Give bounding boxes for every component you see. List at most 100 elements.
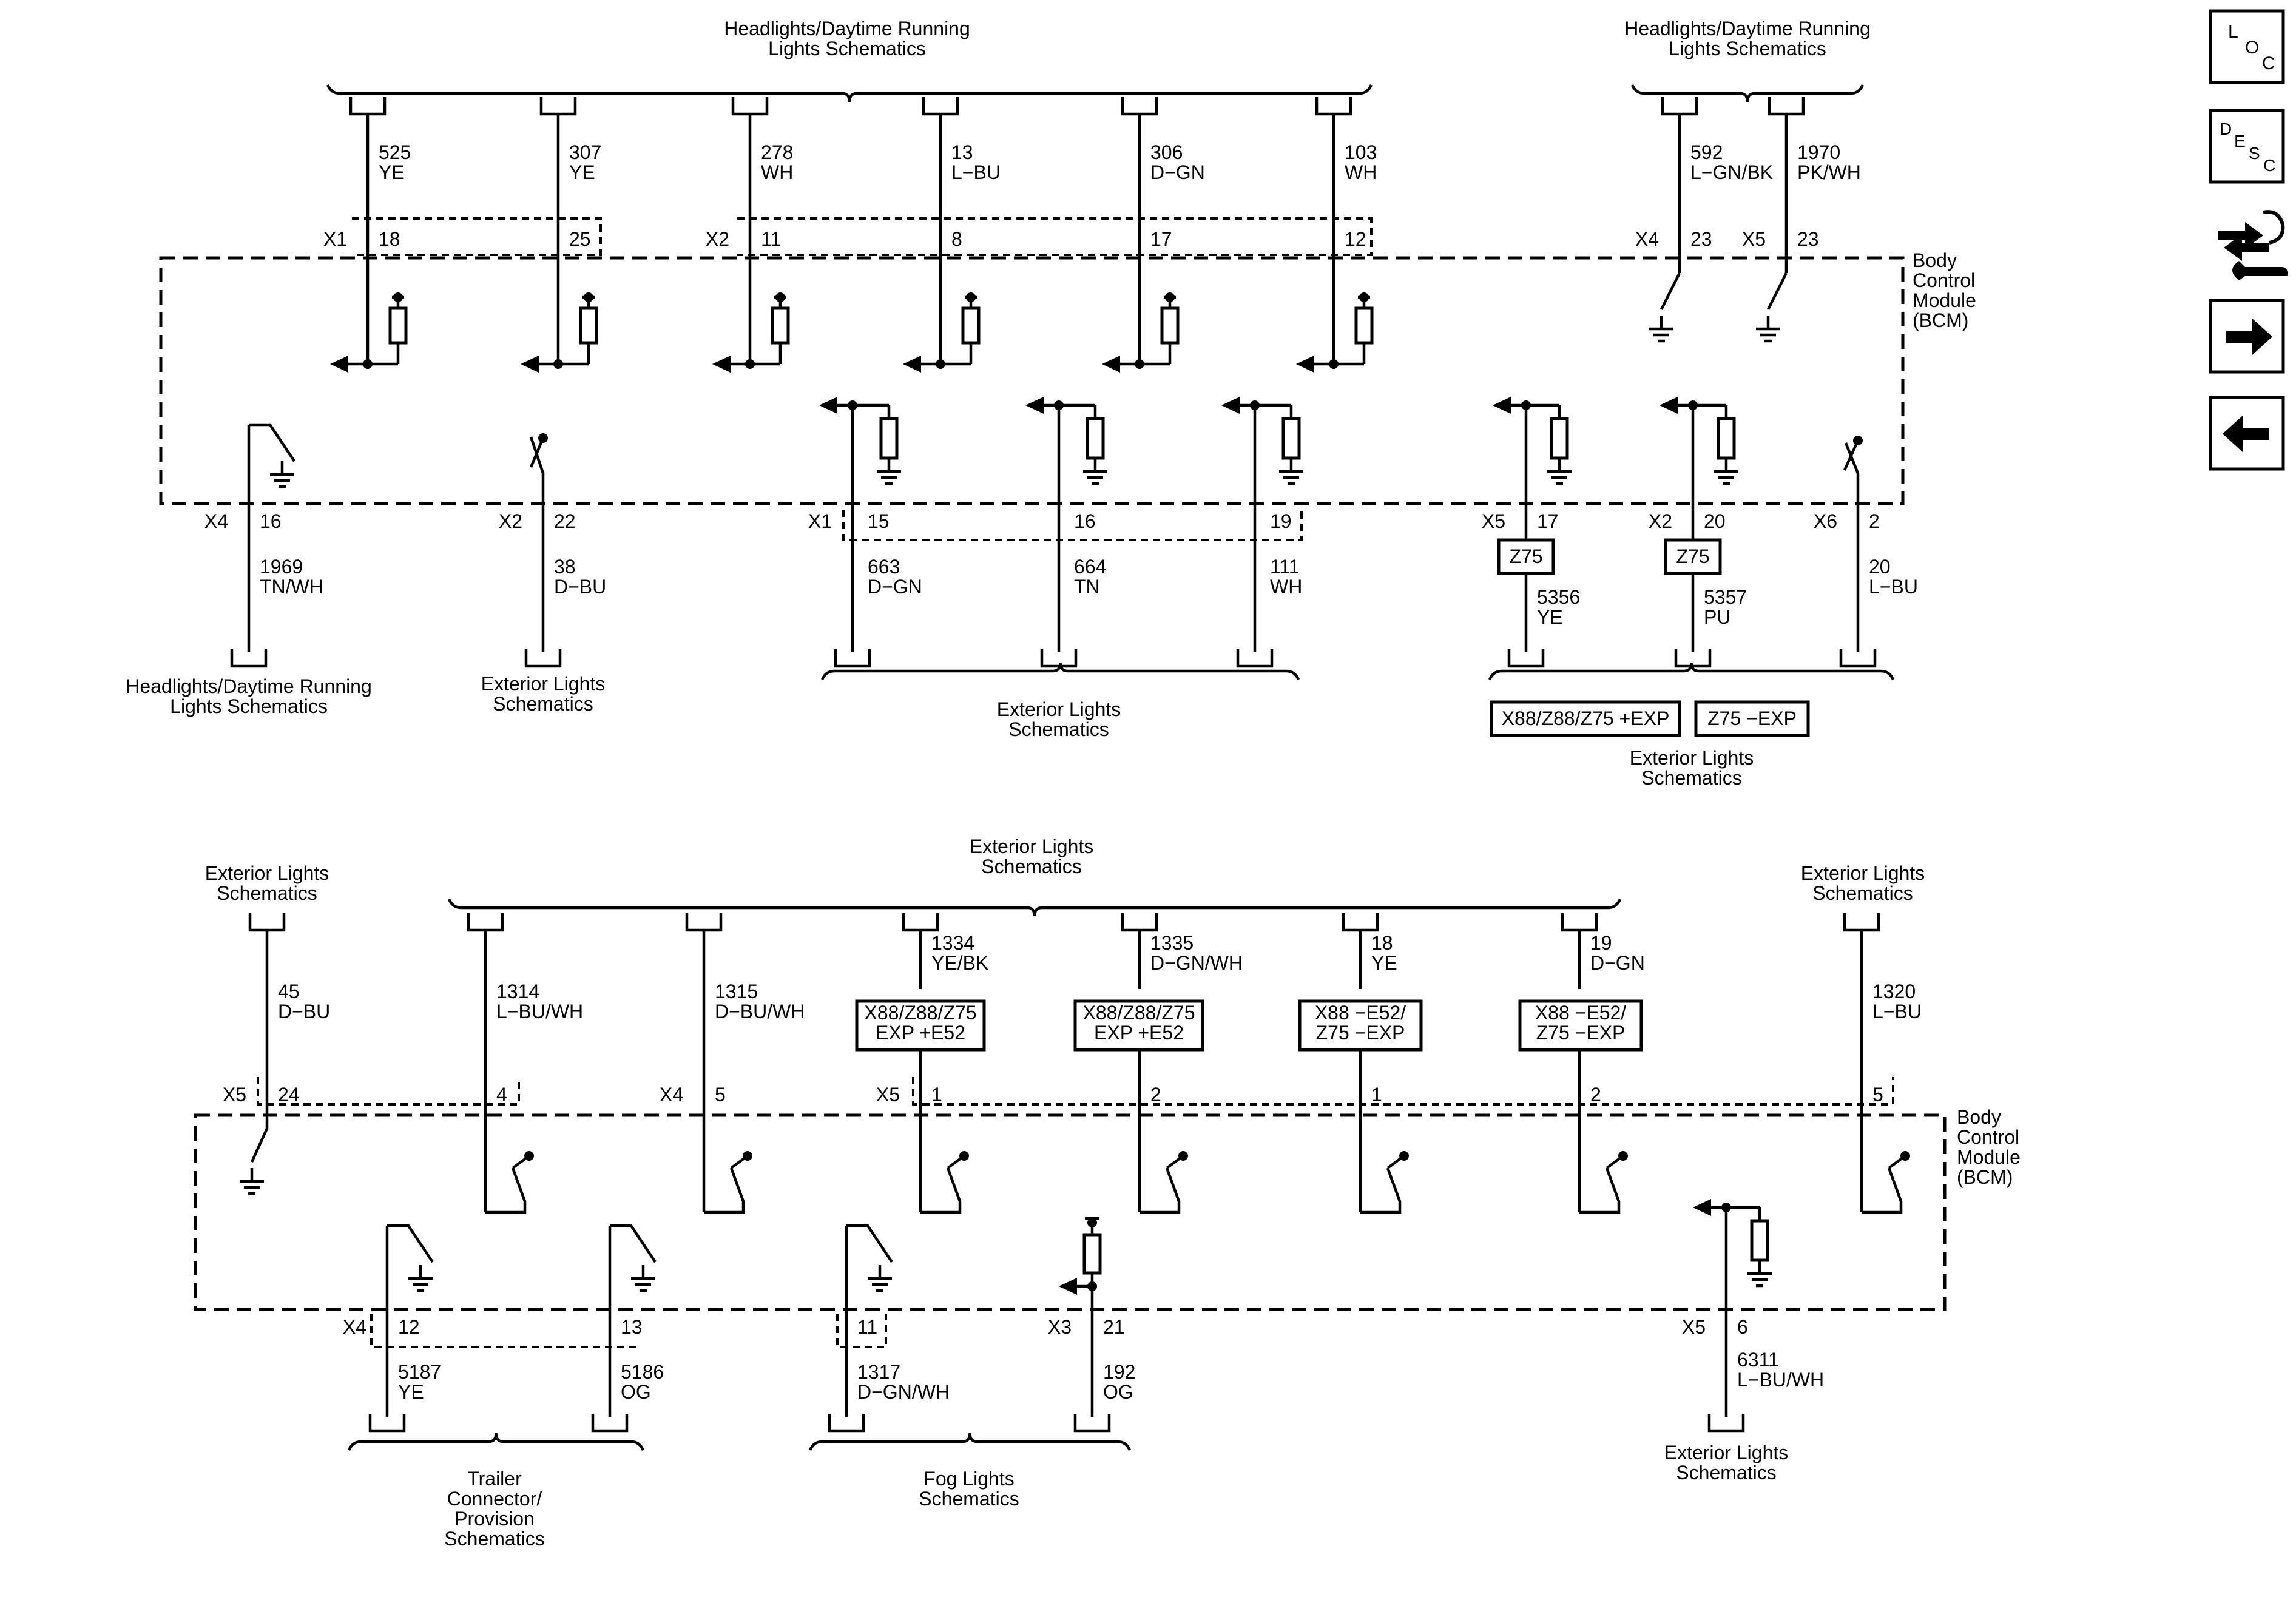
location-icon[interactable]: LOC	[2209, 9, 2285, 84]
switch-path	[485, 1167, 527, 1214]
pin-number: 6	[1737, 1316, 1748, 1338]
junction-dot	[1521, 400, 1531, 410]
icon-letter: C	[2262, 53, 2275, 73]
wire-color: L−BU	[1872, 1001, 1922, 1022]
icon-letter: L	[2228, 22, 2238, 42]
pin-number: 22	[554, 510, 576, 532]
resistor	[1354, 306, 1374, 345]
connector-symbol	[368, 1414, 406, 1433]
option-box-4-label: X88 −E52/Z75 −EXP	[1535, 1002, 1626, 1044]
resistor	[579, 306, 598, 345]
bracket	[820, 662, 1300, 680]
connector-id: X5	[1482, 510, 1505, 532]
switch-path	[1862, 1167, 1903, 1214]
circuit-number: 306	[1150, 141, 1183, 163]
connector-symbol	[1843, 913, 1880, 932]
circuit-number: 1314	[496, 981, 539, 1002]
bracket	[808, 1433, 1132, 1451]
junction-dot	[966, 292, 976, 302]
circuit-number: 663	[868, 556, 900, 578]
junction-dot	[848, 400, 857, 410]
icon-letter: E	[2234, 132, 2246, 150]
bracket	[1488, 662, 1895, 680]
icon-letter: O	[2245, 38, 2259, 58]
junction-dot	[393, 292, 403, 302]
pin-number: 23	[1690, 228, 1712, 250]
circuit-number: 18	[1371, 932, 1393, 954]
pin-number: 21	[1103, 1316, 1125, 1338]
back-arrow-icon[interactable]	[2209, 396, 2285, 471]
pin-number: 18	[379, 228, 400, 250]
connector-id: X5	[1682, 1316, 1706, 1338]
connector-symbol	[467, 913, 504, 932]
wire-color: D−GN	[868, 576, 922, 598]
junction-dot	[745, 359, 755, 369]
resistor	[879, 417, 899, 460]
junction-dot	[1054, 400, 1064, 410]
resistor	[1550, 417, 1569, 460]
switch-blade	[1660, 272, 1681, 311]
option-box-z75-exp	[1694, 700, 1810, 737]
circuit-number: 278	[761, 141, 793, 163]
wire-color: YE	[379, 161, 405, 183]
arrow-head	[521, 356, 539, 373]
pin-number: 4	[496, 1084, 507, 1106]
connector-id: X5	[223, 1084, 246, 1106]
connector-id: X6	[1814, 510, 1837, 532]
pin-number: 25	[569, 228, 591, 250]
junction-dot	[743, 1151, 752, 1161]
switch-path	[1579, 1167, 1621, 1214]
bracket	[347, 1433, 645, 1451]
next-arrow-icon[interactable]	[2209, 299, 2285, 374]
connector-symbol	[539, 97, 577, 116]
connector-symbol	[1073, 1414, 1111, 1433]
connector-group	[737, 217, 1373, 256]
wire-color: TN	[1074, 576, 1100, 598]
wire-color: OG	[621, 1381, 651, 1403]
circuit-number: 307	[569, 141, 601, 163]
connector-symbol	[1839, 649, 1877, 668]
wire-color: OG	[1103, 1381, 1133, 1403]
switch-blade	[1844, 442, 1860, 474]
circuit-number: 192	[1103, 1361, 1135, 1383]
wire-color: D−BU	[278, 1001, 330, 1022]
connector-id: X5	[876, 1084, 900, 1106]
option-box-z75	[1497, 538, 1555, 575]
wire-color: D−BU	[554, 576, 606, 598]
pin-number: 23	[1797, 228, 1819, 250]
resistor	[1160, 306, 1180, 345]
pin-number: 19	[1270, 510, 1292, 532]
junction-dot	[1087, 1281, 1097, 1291]
wire-color: D−GN/WH	[1150, 952, 1243, 974]
repair-icon[interactable]	[2218, 210, 2288, 280]
switch-path	[920, 1167, 962, 1214]
junction-dot	[936, 359, 945, 369]
pin-number: 20	[1704, 510, 1726, 532]
junction-dot	[1359, 292, 1369, 302]
location-icon-frame	[2209, 9, 2285, 84]
circuit-number: 19	[1590, 932, 1612, 954]
connector-group	[912, 1077, 1894, 1106]
circuit-number: 45	[278, 981, 300, 1002]
option-box-z75-exp-label: Z75 −EXP	[1707, 707, 1797, 729]
connector-symbol	[591, 1414, 629, 1433]
connector-symbol	[834, 649, 871, 668]
circuit-number: 1970	[1797, 141, 1840, 163]
circuit-number: 1315	[715, 981, 758, 1002]
wire-color: TN/WH	[260, 576, 323, 598]
connector-symbol	[248, 913, 286, 932]
switch-path	[1140, 1167, 1181, 1214]
connector-id: X4	[343, 1316, 366, 1338]
junction-dot	[1165, 292, 1175, 302]
pin-number: 16	[1074, 510, 1096, 532]
wire-color: YE	[1371, 952, 1397, 974]
connector-symbol	[349, 97, 387, 116]
